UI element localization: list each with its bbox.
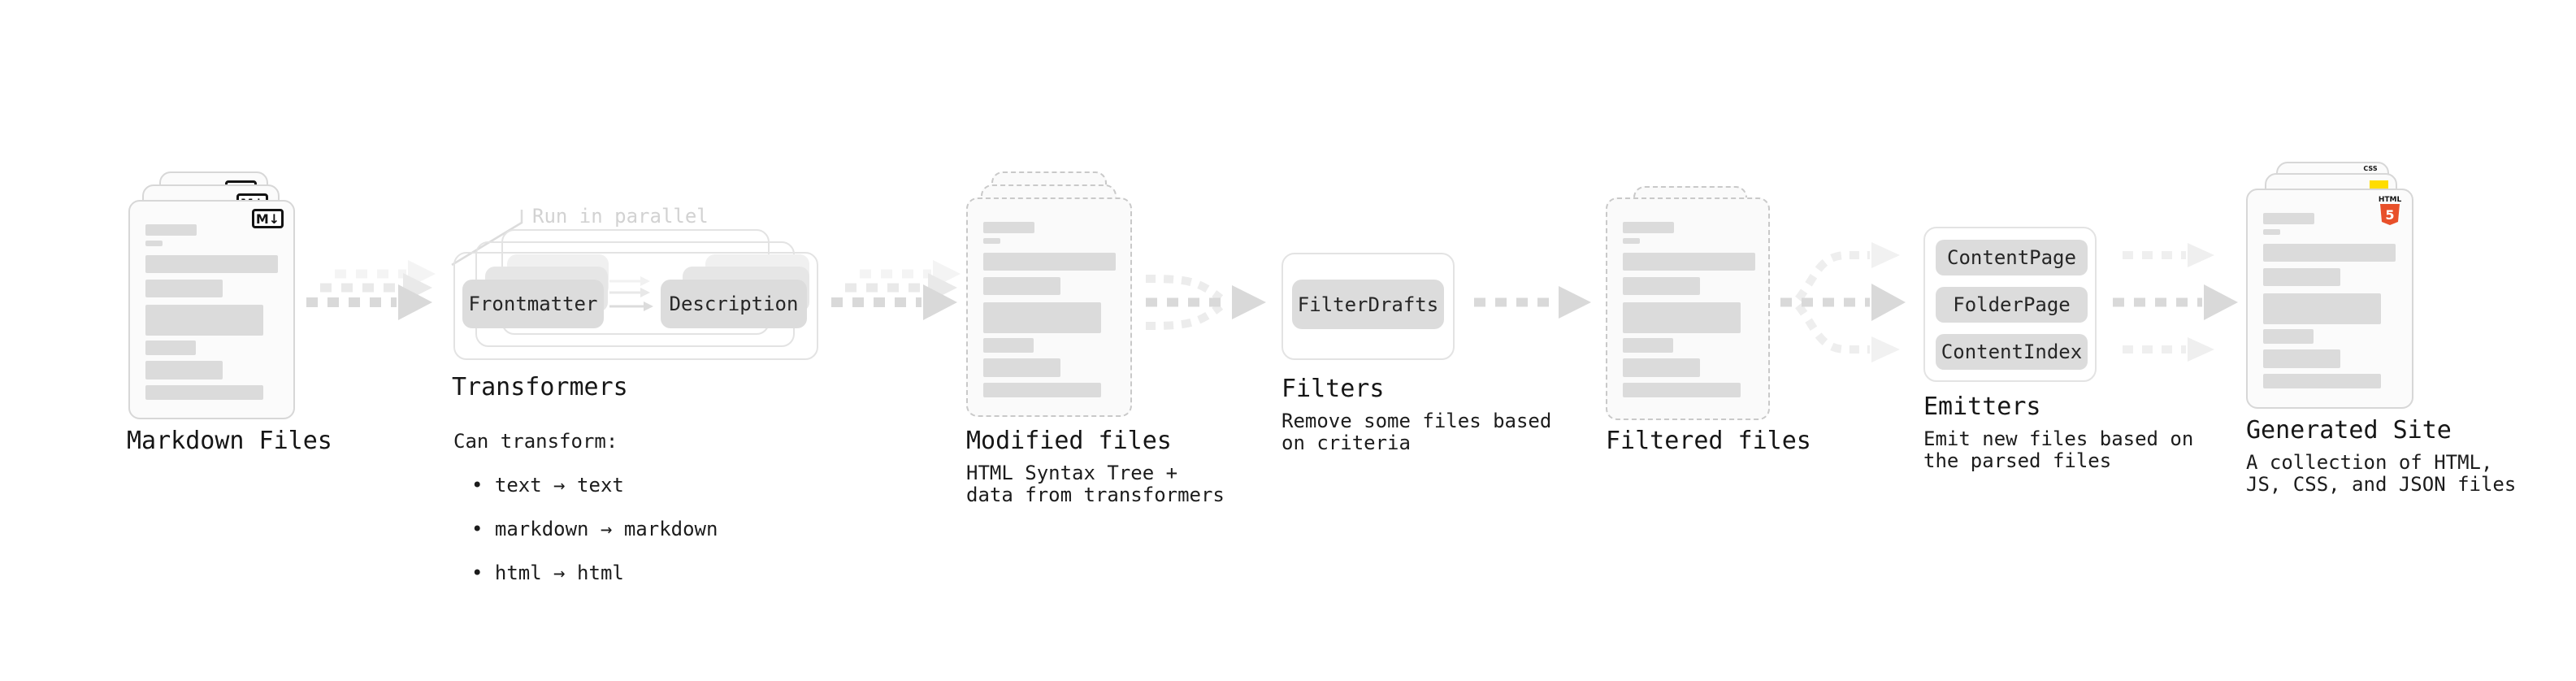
placeholder-text-lines — [983, 222, 1119, 397]
text-bar — [1623, 302, 1741, 333]
modified-files-note: HTML Syntax Tree + data from transformer… — [966, 462, 1225, 506]
plugin-button-filterdrafts: FilterDrafts — [1292, 280, 1444, 329]
text-bar — [145, 224, 197, 236]
markdown-icon: M↓ — [252, 209, 284, 228]
file-card — [966, 197, 1132, 417]
text-bar — [1623, 222, 1674, 233]
markdown-files-stack: M↓ M↓ M↓ — [128, 171, 301, 419]
html5-icon-wordmark: HTML — [2379, 196, 2402, 204]
markdown-to-transformers-arrow — [306, 260, 436, 320]
emitters-note: Emit new files based on the parsed files — [1923, 427, 2194, 472]
text-bar — [2263, 349, 2340, 368]
text-bar — [983, 222, 1034, 233]
text-bar — [145, 241, 163, 246]
plugin-button-contentindex: ContentIndex — [1936, 334, 2088, 370]
text-bar — [2263, 329, 2314, 344]
text-bar — [983, 383, 1101, 397]
js-icon — [2370, 180, 2388, 189]
text-bar — [983, 238, 1000, 244]
note-line: • markdown → markdown — [471, 518, 718, 540]
css-icon-text: CSS — [2363, 165, 2378, 172]
filtered-to-emitters-arrows — [1780, 242, 1906, 362]
text-bar — [983, 358, 1060, 377]
filtered-files-stack — [1606, 186, 1776, 422]
stage-label-filters: Filters — [1281, 375, 1385, 403]
text-bar — [145, 361, 223, 380]
text-bar — [2263, 244, 2396, 262]
run-in-parallel-annotation: Run in parallel — [532, 205, 709, 228]
transformers-group-box — [453, 252, 818, 360]
generated-site-stack: CSS HTML 5 — [2246, 162, 2418, 410]
transformers-to-modified-arrow — [831, 260, 961, 320]
plugin-button-folderpage: FolderPage — [1936, 287, 2088, 323]
stage-label-modified-files: Modified files — [966, 427, 1172, 455]
html5-icon-number: 5 — [2385, 207, 2394, 223]
filters-box — [1281, 253, 1455, 360]
placeholder-text-lines — [2263, 213, 2400, 388]
text-bar — [2263, 213, 2314, 224]
text-bar — [1623, 238, 1640, 244]
stage-label-transformers: Transformers — [452, 373, 628, 401]
text-bar — [145, 255, 278, 273]
text-bar — [983, 277, 1060, 295]
filters-note: Remove some files based on criteria — [1281, 410, 1552, 454]
run-in-parallel-leader-line — [451, 210, 523, 267]
text-bar — [2263, 374, 2381, 388]
text-bar — [1623, 383, 1741, 397]
text-bar — [145, 305, 263, 336]
filters-to-filtered-arrow — [1474, 286, 1591, 319]
generated-site-note: A collection of HTML, JS, CSS, and JSON … — [2246, 451, 2517, 496]
text-bar — [983, 338, 1034, 353]
file-card — [1606, 197, 1770, 420]
text-bar — [145, 280, 223, 297]
plugin-button-contentpage: ContentPage — [1936, 240, 2088, 275]
note-line: • text → text — [471, 474, 624, 497]
note-line: • html → html — [471, 562, 624, 584]
file-card: HTML 5 — [2246, 189, 2413, 409]
modified-files-stack — [966, 171, 1137, 419]
plugin-button-frontmatter: Frontmatter — [462, 280, 604, 328]
text-bar — [2263, 229, 2280, 235]
text-bar — [1623, 253, 1755, 271]
text-bar — [2263, 268, 2340, 286]
text-bar — [145, 385, 263, 400]
plugin-button-description: Description — [661, 280, 807, 328]
text-bar — [2263, 293, 2381, 324]
text-bar — [145, 340, 196, 355]
note-line: Can transform: — [453, 430, 618, 453]
text-bar — [1623, 358, 1700, 377]
html5-icon: HTML 5 — [2379, 196, 2402, 225]
stage-label-emitters: Emitters — [1923, 393, 2041, 421]
emitters-box: ContentPage FolderPage ContentIndex — [1923, 227, 2097, 382]
placeholder-text-lines — [1623, 222, 1757, 397]
stage-label-filtered-files: Filtered files — [1606, 427, 1811, 455]
text-bar — [983, 253, 1116, 271]
text-bar — [1623, 277, 1700, 295]
transformers-note: Can transform: • text → text • markdown … — [453, 409, 718, 606]
placeholder-text-lines — [145, 224, 282, 400]
stage-label-markdown-files: Markdown Files — [127, 427, 332, 455]
plugin-flow-arrows — [609, 276, 653, 311]
text-bar — [1623, 338, 1673, 353]
stage-label-generated-site: Generated Site — [2246, 416, 2452, 445]
modified-to-filters-arrow — [1145, 275, 1266, 330]
file-card: M↓ — [128, 200, 295, 419]
markdown-icon-text: M↓ — [255, 210, 280, 227]
text-bar — [983, 302, 1101, 333]
emitters-to-site-arrows — [2113, 243, 2238, 362]
